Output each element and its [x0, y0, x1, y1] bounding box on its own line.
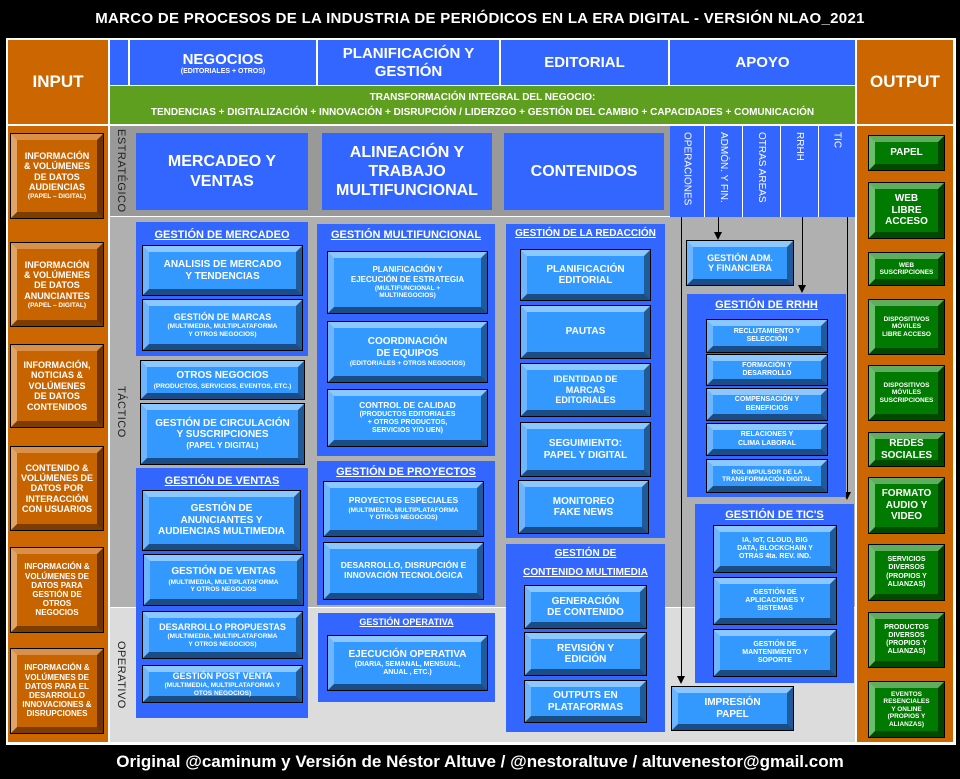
box-proyectos-especiales: PROYECTOS ESPECIALES(MULTIMEDIA, MULTIPL… — [323, 481, 484, 537]
strategic-contenidos: CONTENIDOS — [504, 133, 664, 210]
box-gestion-marcas: GESTIÓN DE MARCAS(MULTIMEDIA, MULTIPLATA… — [142, 299, 303, 351]
level-estrategico: ESTRATÉGICO — [115, 129, 127, 213]
apoyo-col-otras: OTRAS AREAS — [743, 126, 781, 217]
box-compensacion: COMPENSACIÓN Y BENEFICIOS — [706, 388, 828, 421]
box-innovacion-tecnologica: DESARROLLO, DISRUPCIÓN E INNOVACIÓN TECN… — [323, 542, 484, 600]
box-gestion-adm-financiera: GESTIÓN ADM. Y FINANCIERA — [686, 240, 794, 286]
arrow-tic — [847, 217, 848, 493]
output-moviles-libre: DISPOSITIVOS MÓVILES LIBRE ACCESO — [868, 299, 945, 355]
output-web-suscripciones: WEB SUSCRIPCIONES — [868, 252, 945, 286]
header-apoyo: APOYO — [670, 40, 855, 85]
input-interaccion: CONTENIDO & VOLÚMENES DE DATOS POR INTER… — [10, 446, 104, 531]
box-monitoreo-fake-news: MONITOREO FAKE NEWS — [518, 480, 649, 534]
arrow-rrhh — [802, 217, 803, 285]
box-control-calidad: CONTROL DE CALIDAD(PRODUCTOS EDITORIALES… — [327, 389, 488, 447]
output-productos: PRODUCTOS DIVERSOS (PROPIOS Y ALIANZAS) — [868, 612, 945, 668]
box-rol-impulsor: ROL IMPULSOR DE LA TRANSFORMACIÓN DIGITA… — [706, 459, 828, 493]
footer-credits: Original @caminum y Versión de Néstor Al… — [116, 752, 844, 772]
input-anunciantes: INFORMACIÓN & VOLÚMENES DE DATOS ANUNCIA… — [10, 242, 104, 327]
output-redes-sociales: REDES SOCIALES — [868, 432, 945, 467]
box-aplicaciones-sistemas: GESTIÓN DE APLICACIONES Y SISTEMAS — [713, 577, 837, 625]
apoyo-col-operaciones: OPERACIONES — [670, 126, 705, 217]
box-post-venta: GESTIÓN POST VENTA(MULTIMEDIA, MULTIPLAT… — [142, 665, 303, 703]
box-anunciantes-audiencias: GESTIÓN DE ANUNCIANTES Y AUDIENCIAS MULT… — [142, 490, 301, 551]
transformation-banner: TRANSFORMACIÓN INTEGRAL DEL NEGOCIO:TEND… — [110, 86, 855, 124]
box-identidad-marcas: IDENTIDAD DE MARCAS EDITORIALES — [520, 363, 651, 417]
box-planificacion-editorial: PLANIFICACIÓN EDITORIAL — [520, 249, 651, 301]
header-planificacion: PLANIFICACIÓN Y GESTIÓN — [318, 40, 499, 85]
output-moviles-suscripciones: DISPOSITIVOS MÓVILES SUSCRIPCIONES — [868, 365, 945, 421]
box-formacion: FORMACIÓN Y DESARROLLO — [706, 354, 828, 386]
box-gestion-ventas: GESTIÓN DE VENTAS(MULTIMEDIA, MULTIPLATA… — [143, 554, 304, 606]
header-negocios: NEGOCIOS(EDITORIALES + OTROS) — [130, 40, 316, 85]
box-coordinacion-equipos: COORDINACIÓN DE EQUIPOS(EDITORIALES + OT… — [327, 321, 488, 383]
output-audio-video: FORMATO AUDIO Y VIDEO — [868, 477, 945, 534]
box-desarrollo-propuestas: DESARROLLO PROPUESTAS(MULTIMEDIA, MULTIP… — [142, 611, 303, 659]
arrow-admon — [718, 217, 719, 233]
input-otros-negocios: INFORMACIÓN & VOLÚMENES DE DATOS PARA GE… — [10, 547, 104, 633]
header-editorial: EDITORIAL — [501, 40, 668, 85]
box-outputs-plataformas: OUTPUTS EN PLATAFORMAS — [524, 680, 647, 723]
output-web-libre: WEB LIBRE ACCESO — [868, 182, 945, 239]
level-operativo: OPERATIVO — [115, 641, 127, 709]
strategic-alineacion: ALINEACIÓN Y TRABAJO MULTIFUNCIONAL — [322, 133, 492, 210]
box-relaciones: RELACIONES Y CLIMA LABORAL — [706, 423, 828, 456]
box-analisis-mercado: ANALISIS DE MERCADO Y TENDENCIAS — [142, 245, 303, 296]
input-audiencias: INFORMACIÓN & VOLÚMENES DE DATOS AUDIENC… — [10, 133, 104, 219]
box-impresion-papel: IMPRESIÓN PAPEL — [671, 686, 794, 731]
box-circulacion: GESTIÓN DE CIRCULACIÓN Y SUSCRIPCIONES(P… — [140, 403, 305, 465]
output-papel: PAPEL — [868, 135, 945, 171]
box-mantenimiento-soporte: GESTIÓN DE MANTENIMIENTO Y SOPORTE — [713, 629, 837, 677]
box-otros-negocios: OTROS NEGOCIOS(PRODUCTOS, SERVICIOS, EVE… — [140, 360, 305, 400]
arrow-operaciones — [681, 217, 682, 677]
box-ejecucion-operativa: EJECUCIÓN OPERATIVA(DIARIA, SEMANAL, MEN… — [327, 635, 488, 691]
box-ia-iot: IA, IoT, CLOUD, BIG DATA, BLOCKCHAIN Y O… — [713, 525, 837, 573]
box-reclutamiento: RECLUTAMIENTO Y SELECCIÓN — [706, 319, 828, 353]
output-label: OUTPUT — [870, 72, 940, 91]
input-innovaciones: INFORMACIÓN & VOLÚMENES DE DATOS PARA EL… — [10, 648, 104, 734]
apoyo-col-admon: ADMÓN. Y FIN. — [705, 126, 743, 217]
diagram-title: MARCO DE PROCESOS DE LA INDUSTRIA DE PER… — [95, 10, 865, 28]
box-generacion-contenido: GENERACIÓN DE CONTENIDO — [524, 585, 647, 629]
box-seguimiento: SEGUIMIENTO: PAPEL Y DIGITAL — [520, 422, 651, 477]
output-eventos: EVENTOS RESENCIALES Y ONLINE (PROPIOS Y … — [868, 681, 945, 738]
input-label: INPUT — [32, 72, 84, 91]
level-tactico: TÁCTICO — [115, 386, 127, 438]
input-contenidos: INFORMACIÓN, NOTICIAS & VOLÚMENES DE DAT… — [10, 344, 104, 428]
box-pautas: PAUTAS — [520, 305, 651, 359]
box-revision-edicion: REVISIÓN Y EDICIÓN — [524, 632, 647, 676]
strategic-mercadeo: MERCADEO Y VENTAS — [136, 133, 308, 210]
output-servicios: SERVICIOS DIVERSOS (PROPIOS Y ALIANZAS) — [868, 544, 945, 601]
apoyo-col-tic: TIC — [819, 126, 855, 217]
box-planificacion-estrategia: PLANIFICACIÓN Y EJECUCIÓN DE ESTRATEGIA(… — [327, 251, 488, 314]
apoyo-col-rrhh: RRHH — [781, 126, 819, 217]
